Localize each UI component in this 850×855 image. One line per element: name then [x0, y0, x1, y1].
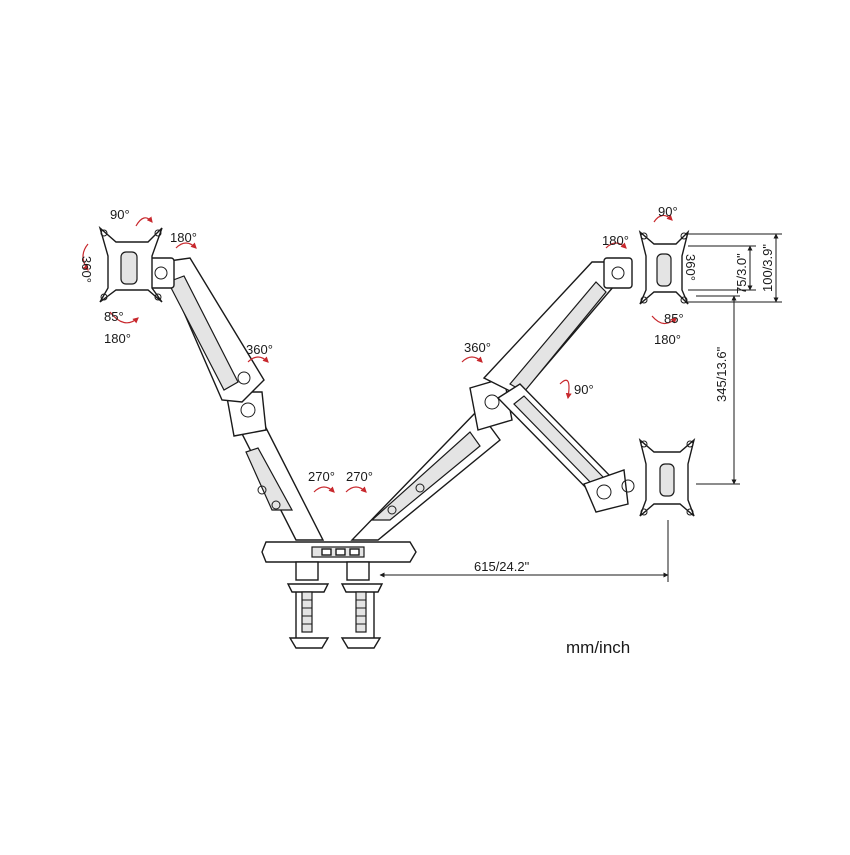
- right-arm-lower: [496, 383, 635, 513]
- swivel-arrow-icon: [175, 242, 197, 249]
- tilt-arrow-icon: [653, 214, 673, 223]
- angle-label: 85°: [664, 311, 684, 326]
- angle-label: 360°: [464, 340, 491, 355]
- dimension-label: 615/24.2": [474, 559, 530, 574]
- usb-port-icon: [321, 548, 332, 556]
- units-label: mm/inch: [566, 638, 630, 657]
- angle-label: 360°: [683, 254, 698, 281]
- angle-label: 90°: [110, 207, 130, 222]
- angle-label: 360°: [79, 256, 94, 283]
- dimension-lines: [379, 233, 782, 582]
- right-arm-upper: [350, 257, 633, 541]
- angle-label: 180°: [170, 230, 197, 245]
- tilt-arrow-icon: [651, 315, 677, 325]
- rotate-arrow-icon: [461, 356, 483, 363]
- left-arm: [147, 257, 325, 541]
- right-vesa-plate-upper: [638, 229, 690, 305]
- right-vesa-plate-lower: [638, 438, 696, 517]
- tilt-arrow-icon: [109, 311, 139, 324]
- rotate-arrow-icon: [313, 486, 335, 493]
- angle-label: 85°: [104, 309, 124, 324]
- tilt-arrow-icon: [135, 216, 153, 227]
- dimension-label: 75/3.0": [734, 253, 749, 294]
- usb-port-icon: [335, 548, 346, 556]
- angle-label: 180°: [104, 331, 131, 346]
- rotate-arrow-icon: [82, 243, 89, 271]
- tilt-arrow-icon: [559, 379, 572, 400]
- angle-label: 90°: [658, 204, 678, 219]
- angle-label: 180°: [654, 332, 681, 347]
- rotate-arrow-icon: [345, 486, 367, 493]
- angle-label: 360°: [246, 342, 273, 357]
- angle-label: 180°: [602, 233, 629, 248]
- base-clamp: [261, 541, 417, 649]
- swivel-arrow-icon: [605, 242, 627, 249]
- rotation-arrows: [82, 214, 677, 493]
- dimension-label: 100/3.9": [760, 244, 775, 292]
- angle-label: 90°: [574, 382, 594, 397]
- angle-label: 270°: [346, 469, 373, 484]
- left-vesa-plate: [98, 225, 163, 303]
- angle-label: 270°: [308, 469, 335, 484]
- rotate-arrow-icon: [247, 356, 269, 363]
- usb-port-icon: [349, 548, 360, 556]
- dimension-label: 345/13.6": [714, 346, 729, 402]
